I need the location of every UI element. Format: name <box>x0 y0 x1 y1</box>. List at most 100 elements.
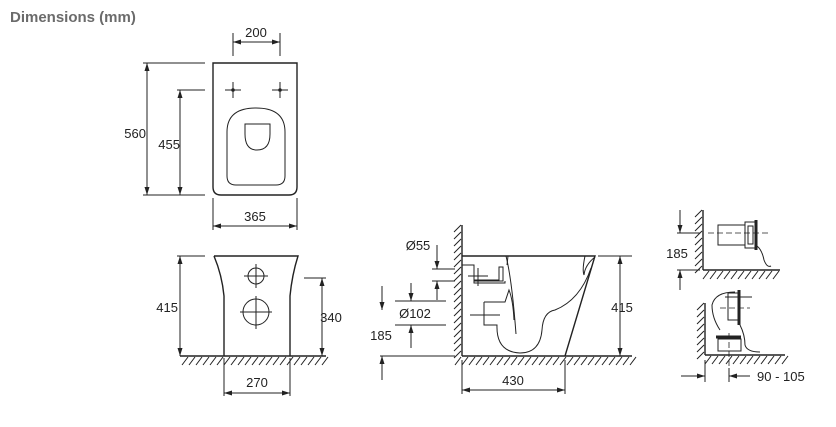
hatch-line <box>453 322 462 331</box>
hatch-line <box>704 355 712 365</box>
hatch-line <box>772 270 780 280</box>
hatch-line <box>531 356 539 366</box>
hatch-line <box>230 356 238 366</box>
hatch-line <box>622 356 630 366</box>
hatch-line <box>694 237 703 246</box>
hatch-line <box>694 230 703 239</box>
hatch-line <box>237 356 245 366</box>
hatch-line <box>453 245 462 254</box>
dim-side-outlet-height: 185 <box>370 328 392 343</box>
hatch-line <box>737 270 745 280</box>
bolt-hole-right <box>272 82 288 98</box>
dim-wall-offset: 90 - 105 <box>757 369 805 384</box>
hatch-line <box>730 270 738 280</box>
hatch-line <box>453 238 462 247</box>
hatch-line <box>732 355 740 365</box>
hatch-line <box>545 356 553 366</box>
dim-detail-outlet-height: 185 <box>666 246 688 261</box>
hatch-line <box>188 356 196 366</box>
toilet-outline-top <box>212 62 298 196</box>
hatch-line <box>601 356 609 366</box>
hatch-line <box>307 356 315 366</box>
hatch-line <box>251 356 259 366</box>
hatch-line <box>696 309 705 318</box>
hatch-line <box>739 355 747 365</box>
hatch-line <box>723 270 731 280</box>
dim-outlet-diameter: Ø102 <box>399 306 431 321</box>
hatch-line <box>209 356 217 366</box>
hatch-line <box>587 356 595 366</box>
bowl-opening <box>244 123 271 151</box>
hatch-line <box>746 355 754 365</box>
hatch-line <box>573 356 581 366</box>
hatch-line <box>696 323 705 332</box>
hatch-line <box>744 270 752 280</box>
hatch-line <box>244 356 252 366</box>
hatch-line <box>751 270 759 280</box>
dim-overall-length: 560 <box>124 126 146 141</box>
connection-detail-horizontal: 185 <box>666 210 780 290</box>
seat-outline <box>226 107 286 186</box>
hatch-line <box>453 252 462 261</box>
hatch-line <box>453 336 462 345</box>
hatch-line <box>453 315 462 324</box>
hatch-line <box>453 287 462 296</box>
hatch-line <box>696 351 705 360</box>
hatch-line <box>767 355 775 365</box>
hatch-line <box>524 356 532 366</box>
hatch-line <box>760 355 768 365</box>
top-view: 200 560 455 365 <box>124 25 298 230</box>
hatch-line <box>503 356 511 366</box>
hatch-line <box>453 308 462 317</box>
hatch-line <box>580 356 588 366</box>
hatch-line <box>694 209 703 218</box>
hatch-line <box>453 329 462 338</box>
connection-detail-vertical: 90 - 105 <box>681 290 805 384</box>
hatch-line <box>475 356 483 366</box>
hatch-line <box>265 356 273 366</box>
outlet-circle <box>240 296 272 329</box>
toilet-outline-front <box>213 255 299 356</box>
hatch-line <box>453 343 462 352</box>
hatch-line <box>694 258 703 267</box>
hatch-line <box>510 356 518 366</box>
hatch-line <box>453 231 462 240</box>
hatch-line <box>453 266 462 275</box>
hatch-line <box>181 356 189 366</box>
inlet-spud <box>462 255 509 284</box>
hatch-line <box>716 270 724 280</box>
hatch-line <box>694 244 703 253</box>
dim-side-height: 415 <box>611 300 633 315</box>
front-view: 415 340 270 <box>156 255 342 396</box>
rim-profile <box>505 255 596 335</box>
hatch-line <box>454 356 462 366</box>
dim-bolt-spacing: 200 <box>245 25 267 40</box>
hatch-line <box>202 356 210 366</box>
section-title: Dimensions (mm) <box>10 9 136 26</box>
hatch-line <box>694 251 703 260</box>
dim-front-height: 415 <box>156 300 178 315</box>
hatch-line <box>195 356 203 366</box>
outlet-center <box>470 305 500 325</box>
dim-depth: 430 <box>502 373 524 388</box>
hatch-line <box>696 330 705 339</box>
dim-outlet-height: 340 <box>320 310 342 325</box>
hatch-line <box>711 355 719 365</box>
side-view: Ø55 Ø102 185 415 430 <box>370 225 633 394</box>
dim-bolt-to-front: 455 <box>158 137 180 152</box>
hatch-line <box>293 356 301 366</box>
bowl-trap <box>483 267 592 354</box>
hatch-line <box>709 270 717 280</box>
hatch-line <box>321 356 329 366</box>
hatch-line <box>453 301 462 310</box>
hatch-line <box>453 280 462 289</box>
hatch-line <box>694 216 703 225</box>
hatch-line <box>718 355 726 365</box>
hatch-line <box>453 259 462 268</box>
hatching <box>181 209 789 366</box>
hatch-line <box>774 355 782 365</box>
hatch-line <box>696 302 705 311</box>
hatch-line <box>696 337 705 346</box>
hatch-line <box>552 356 560 366</box>
hatch-line <box>696 316 705 325</box>
